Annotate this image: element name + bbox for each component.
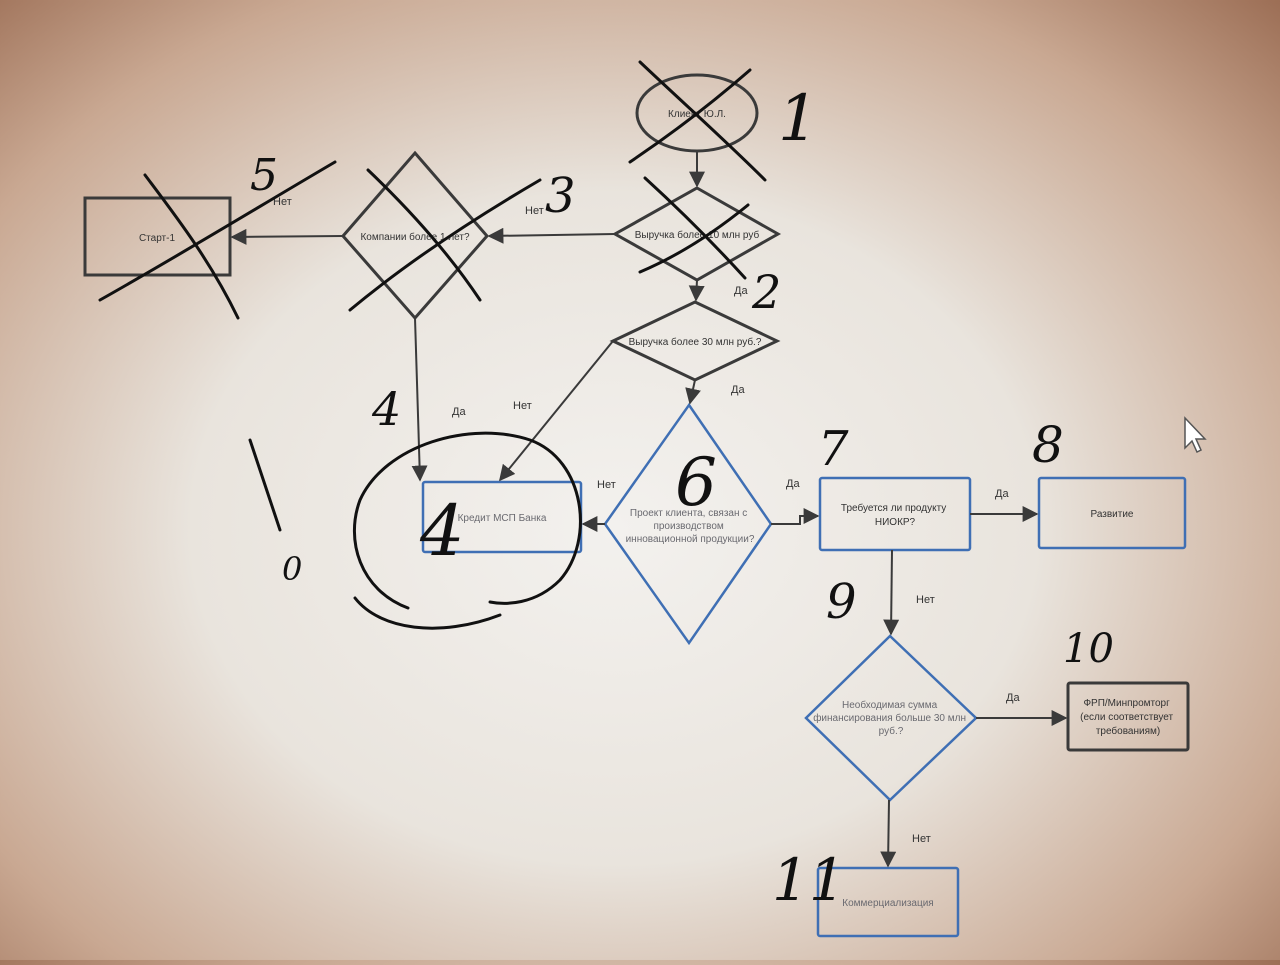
ink-number-2: 2 — [751, 265, 781, 319]
ink-number-9: 9 — [826, 574, 857, 630]
frp-label: ФРП/Минпромторг (если соответствует треб… — [1080, 698, 1176, 737]
edge-label-yes-rev10: Да — [734, 285, 748, 297]
mouse-cursor-icon — [1184, 416, 1207, 454]
edge-age-to-startup — [230, 228, 344, 245]
development-label: Развитие — [1091, 509, 1134, 520]
ink-number-big-4: 4 — [419, 490, 465, 572]
msp-credit-label: Кредит МСП Банка — [458, 513, 547, 524]
ink-number-4: 4 — [371, 382, 401, 436]
ink-number-10: 10 — [1063, 626, 1114, 672]
ink-cross-startup — [98, 160, 337, 320]
edge-label-no-age: Нет — [525, 205, 544, 217]
edge-rev10-to-age — [487, 227, 616, 244]
ink-number-11: 11 — [772, 846, 846, 914]
edge-label-no-startup: Нет — [273, 196, 292, 208]
ink-number-5: 5 — [250, 150, 278, 201]
edge-label-no-innovation: Нет — [597, 479, 616, 491]
edge-rnd-to-funding — [883, 549, 900, 636]
rnd-label: Требуется ли продукту НИОКР? — [841, 502, 949, 528]
rnd-box — [818, 476, 972, 552]
ink-number-3: 3 — [545, 168, 576, 224]
commercialization-box — [816, 866, 960, 938]
ink-number-1: 1 — [778, 82, 819, 156]
ink-cross-company-age — [348, 168, 542, 312]
innovation-label: Проект клиента, связан с производством и… — [626, 508, 755, 545]
startup-box — [83, 196, 232, 277]
frp-box — [1066, 681, 1190, 752]
funding-diamond — [804, 634, 978, 802]
ink-number-8: 8 — [1032, 416, 1064, 474]
edge-label-yes-rev30: Да — [731, 384, 745, 396]
startup-label: Старт-1 — [139, 233, 176, 244]
edge-rev30-to-msp — [498, 340, 614, 482]
edge-label-no-funding: Нет — [912, 833, 931, 845]
edge-label-yes-funding: Да — [1006, 692, 1020, 704]
edge-funding-to-commercialization — [880, 799, 897, 868]
edge-label-yes-age: Да — [452, 406, 466, 418]
edge-label-yes-innovation: Да — [786, 478, 800, 490]
commercialization-label: Коммерциализация — [842, 898, 933, 909]
edge-label-yes-rnd: Да — [995, 488, 1009, 500]
edge-label-no-rnd: Нет — [916, 594, 935, 606]
edge-label-no-rev30: Нет — [513, 400, 532, 412]
ink-cross-revenue-10 — [638, 176, 750, 280]
edge-innovation-to-rnd — [771, 508, 820, 525]
funding-label: Необходимая сумма финансирования больше … — [813, 699, 969, 737]
revenue-10-label: Выручка более 10 млн руб — [635, 229, 760, 241]
ink-cross-client — [628, 60, 767, 182]
innovation-diamond — [603, 402, 773, 646]
ink-number-0: 0 — [282, 550, 302, 588]
ink-number-7: 7 — [818, 421, 849, 477]
ink-stroke-left — [248, 438, 282, 532]
revenue-30-label: Выручка более 30 млн руб.? — [629, 336, 762, 348]
development-box — [1037, 476, 1187, 550]
edge-rev10-to-rev30 — [688, 279, 705, 302]
edge-age-to-msp — [411, 317, 428, 482]
edge-rev30-to-innovation — [685, 379, 701, 405]
ink-circle-msp-credit — [352, 431, 582, 630]
ink-number-6: 6 — [675, 444, 717, 521]
